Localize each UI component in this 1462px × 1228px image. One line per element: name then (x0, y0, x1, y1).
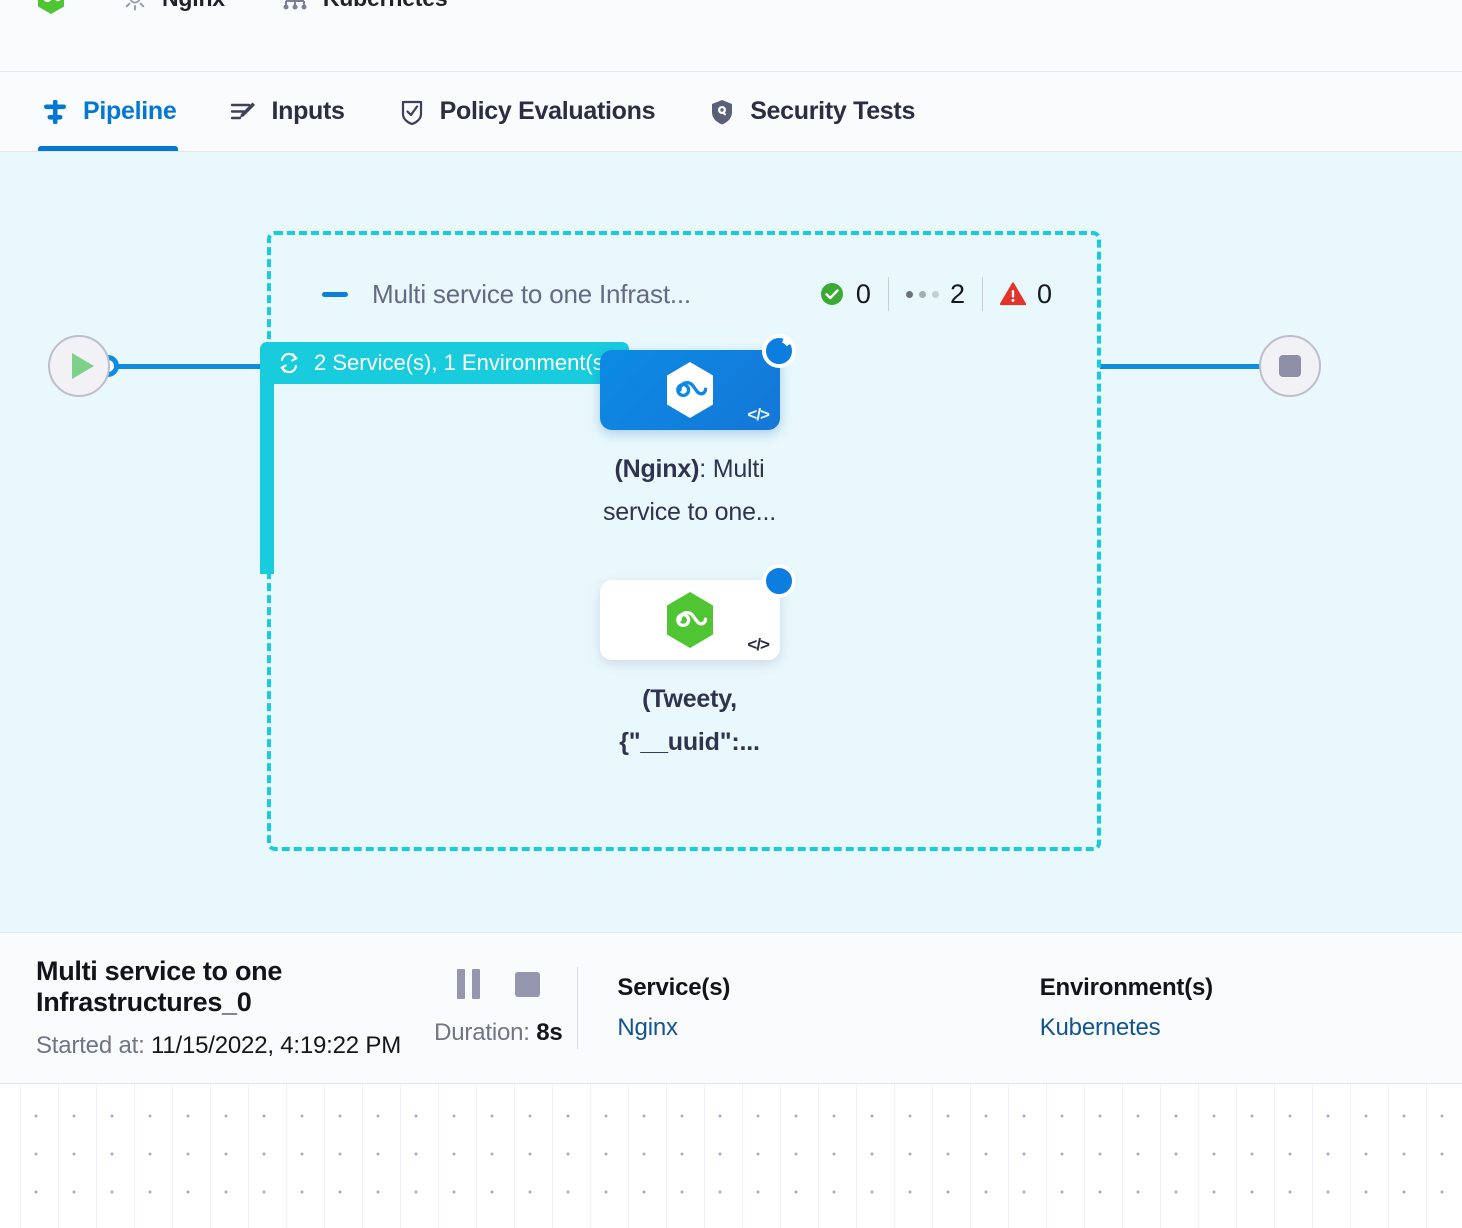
environments-label: Environment(s) (1039, 974, 1213, 1001)
ellipsis-icon (905, 290, 939, 298)
minus-collapse-icon[interactable] (322, 291, 348, 297)
duration-value: 8s (536, 1019, 563, 1046)
footer-divider (576, 967, 578, 1049)
tab-pipeline-label: Pipeline (83, 97, 177, 125)
status-error: 0 (983, 279, 1052, 310)
gear-icon (122, 0, 148, 11)
group-title: Multi service to one Infrast... (372, 278, 691, 309)
end-node[interactable] (1259, 335, 1321, 397)
tab-policy-evaluations[interactable]: Policy Evaluations (395, 72, 658, 151)
step-nginx-label-line2: service to one... (602, 498, 777, 526)
status-running: 2 (889, 279, 982, 310)
services-column: Service(s) Nginx (617, 974, 1039, 1042)
status-counts: 0 2 0 (819, 274, 1052, 314)
step-nginx-card[interactable]: </> (600, 334, 796, 430)
step-tweety-label-line2: {"__uuid":... (619, 728, 760, 756)
status-divider-1 (887, 277, 889, 311)
started-at-value: 11/15/2022, 4:19:22 PM (151, 1032, 402, 1059)
play-icon (71, 353, 94, 379)
tab-security-tests-label: Security Tests (750, 97, 916, 125)
code-tag-icon: </> (747, 635, 770, 654)
step-nginx-label-rest: : Multi (699, 455, 765, 483)
hexagon-infinity-icon (36, 0, 66, 15)
pipeline-icon (40, 97, 70, 127)
status-error-count: 0 (1036, 278, 1052, 309)
group-badge[interactable]: 2 Service(s), 1 Environment(s) (260, 342, 630, 384)
environments-value[interactable]: Kubernetes (1039, 1014, 1161, 1041)
services-value[interactable]: Nginx (617, 1014, 678, 1041)
canvas-dot-grid (0, 1084, 1462, 1228)
duration-label: Duration: (434, 1019, 530, 1046)
execution-duration: Duration: 8s (434, 1019, 563, 1047)
breadcrumb: Nginx Kubernetes (36, 0, 448, 20)
tab-inputs-label: Inputs (271, 97, 345, 125)
breadcrumb-label-nginx: Nginx (162, 0, 225, 12)
warning-triangle-icon (999, 281, 1026, 307)
policy-shield-check-icon (397, 97, 427, 127)
status-success: 0 (819, 279, 888, 310)
breadcrumb-label-kubernetes: Kubernetes (323, 0, 448, 12)
step-nginx-label-bold: (Nginx) (614, 455, 700, 483)
control-buttons (456, 969, 540, 999)
status-divider-2 (981, 277, 983, 311)
hexagon-infinity-icon (663, 590, 717, 650)
services-label: Service(s) (617, 974, 731, 1001)
tab-pipeline[interactable]: Pipeline (38, 72, 179, 151)
status-running-count: 2 (949, 278, 965, 309)
execution-summary-bar: Multi service to one Infrastructures_0 S… (0, 932, 1462, 1084)
execution-started: Started at: 11/15/2022, 4:19:22 PM (36, 1032, 428, 1060)
execution-controls: Duration: 8s (428, 969, 569, 1047)
step-tweety-card[interactable]: </> (600, 564, 796, 660)
execution-title: Multi service to one Infrastructures_0 (36, 956, 283, 1017)
group-header: Multi service to one Infrast... 0 2 (322, 274, 1052, 314)
status-success-count: 0 (855, 278, 871, 309)
execution-info: Multi service to one Infrastructures_0 S… (0, 956, 428, 1060)
group-badge-label: 2 Service(s), 1 Environment(s) (314, 350, 612, 375)
kubernetes-icon (281, 0, 309, 12)
step-nginx-label: (Nginx): Multi service to one... (582, 448, 797, 534)
code-tag-icon: </> (747, 405, 770, 424)
inputs-icon (228, 97, 258, 127)
hexagon-infinity-icon (663, 360, 717, 420)
pipeline-canvas[interactable]: 2 Service(s), 1 Environment(s) Multi ser… (0, 152, 1462, 932)
breadcrumb-strip: Nginx Kubernetes (0, 0, 1462, 72)
group-badge-tail (260, 378, 274, 574)
started-at-label: Started at: (36, 1032, 145, 1059)
stop-icon[interactable] (514, 971, 540, 997)
stop-icon (1279, 355, 1301, 377)
running-spinner-icon (762, 334, 796, 368)
tab-policy-evaluations-label: Policy Evaluations (439, 97, 656, 125)
pause-icon[interactable] (456, 969, 481, 999)
start-node[interactable] (48, 335, 110, 397)
connector-end (1100, 364, 1272, 369)
tab-inputs[interactable]: Inputs (226, 72, 346, 151)
step-tweety-label: (Tweety, {"__uuid":... (582, 678, 797, 764)
security-shield-icon (707, 97, 737, 127)
connector-start (110, 364, 275, 369)
step-tweety[interactable]: </> (Tweety, {"__uuid":... (600, 564, 797, 764)
loop-repeat-icon (276, 350, 302, 376)
tab-bar: Pipeline Inputs Policy Evaluations (0, 72, 1462, 152)
tab-security-tests[interactable]: Security Tests (705, 72, 917, 151)
check-circle-icon (819, 281, 845, 307)
step-tweety-label-bold: (Tweety, (642, 685, 737, 713)
step-nginx[interactable]: </> (Nginx): Multi service to one... (600, 334, 797, 534)
environments-column: Environment(s) Kubernetes (1040, 974, 1462, 1042)
running-solid-icon (762, 564, 796, 598)
